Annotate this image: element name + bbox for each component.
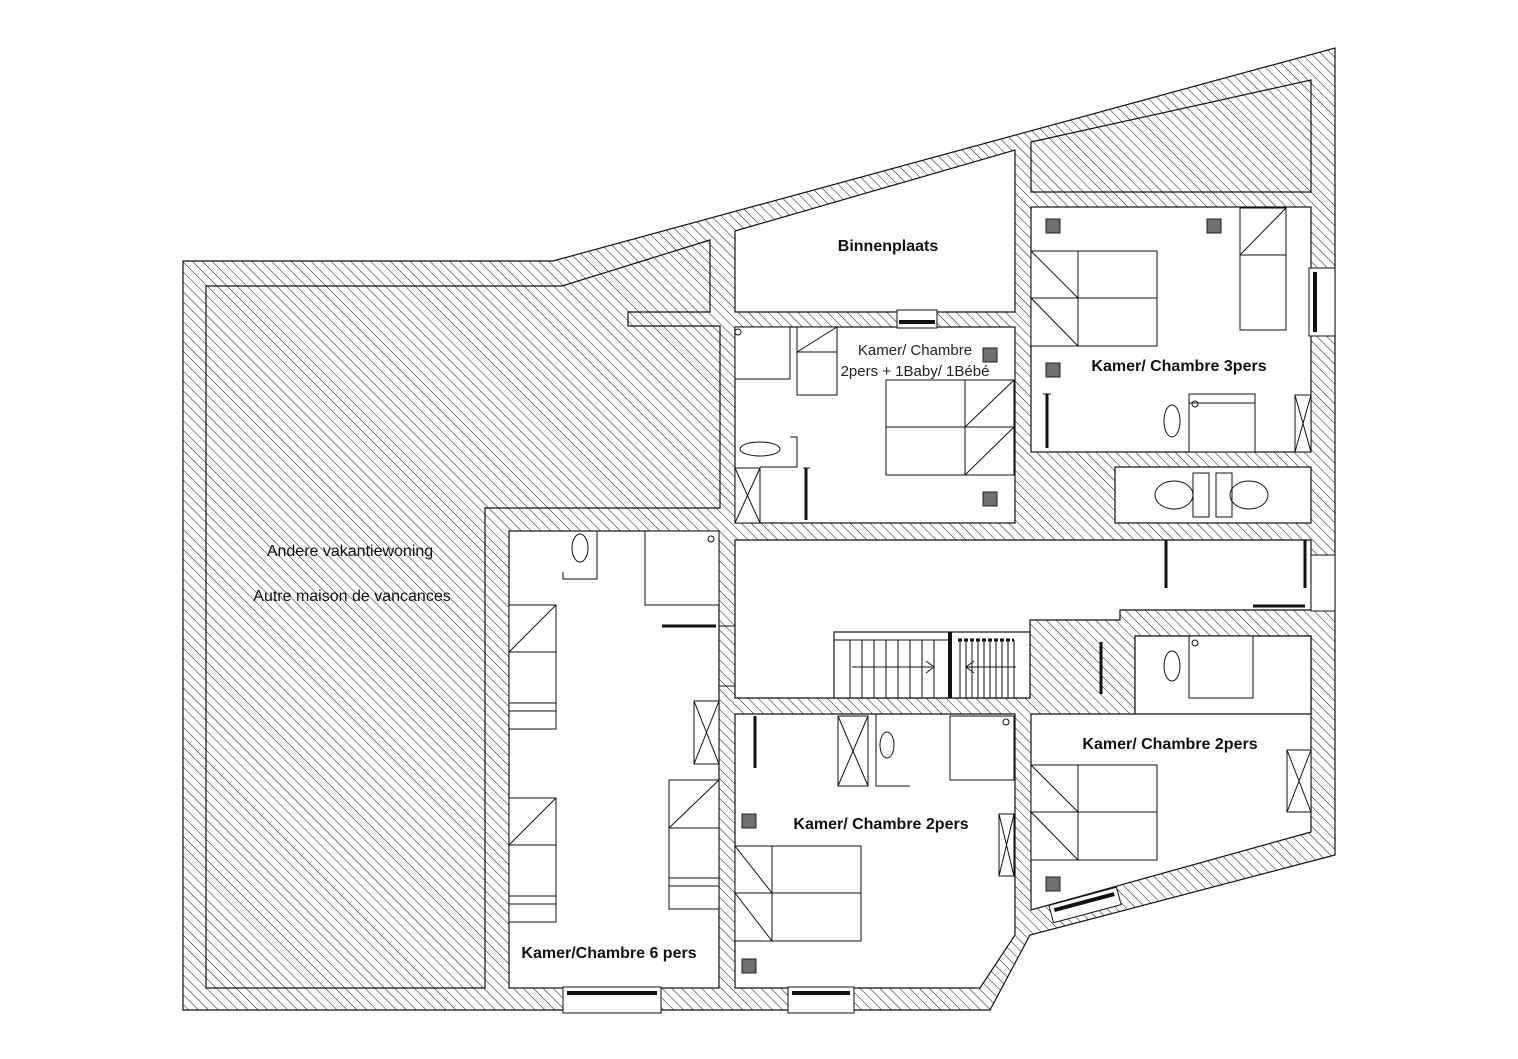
- other-house-block: [205, 239, 721, 989]
- room-6pers-furniture: [508, 530, 735, 923]
- room-3pers-furniture: [1030, 207, 1312, 453]
- label-courtyard: Binnenplaats: [838, 238, 939, 255]
- window-south-2pers: [787, 986, 855, 1014]
- label-other-house-line1: Andere vakantiewoning: [267, 543, 433, 560]
- label-room-2pers-east: Kamer/ Chambre 2pers: [1082, 736, 1257, 753]
- window-south-east: [1048, 886, 1122, 924]
- window-east-hall: [1310, 554, 1336, 612]
- label-room-2pers-south: Kamer/ Chambre 2pers: [793, 816, 968, 833]
- marker-square: [1045, 218, 1061, 234]
- staircase: [834, 632, 1016, 698]
- label-room-6pers: Kamer/Chambre 6 pers: [521, 945, 696, 962]
- courtyard-window: [896, 309, 938, 329]
- marker-square: [741, 813, 757, 829]
- label-room-baby-line1: Kamer/ Chambre: [858, 342, 972, 359]
- label-other-house-line2: Autre maison de vancances: [253, 588, 450, 605]
- bath-east-upper: [1114, 466, 1312, 524]
- marker-square: [741, 958, 757, 974]
- marker-square: [1045, 362, 1061, 378]
- room-baby-furniture: [734, 326, 1015, 524]
- label-room-baby-line2: 2pers + 1Baby/ 1Bébé: [841, 363, 990, 380]
- label-room-3pers: Kamer/ Chambre 3pers: [1091, 358, 1266, 375]
- room-2pers-south-furniture: [734, 714, 1015, 942]
- marker-square: [1045, 876, 1061, 892]
- room-2pers-east-furniture: [1030, 635, 1312, 861]
- courtyard: [734, 149, 1016, 313]
- window-east: [1308, 267, 1336, 337]
- marker-square: [982, 491, 998, 507]
- window-south-6pers: [562, 986, 662, 1014]
- marker-square: [1206, 218, 1222, 234]
- bath-east-upper-fixtures: [1115, 472, 1311, 588]
- marker-square: [982, 347, 998, 363]
- north-east-block: [1030, 79, 1312, 193]
